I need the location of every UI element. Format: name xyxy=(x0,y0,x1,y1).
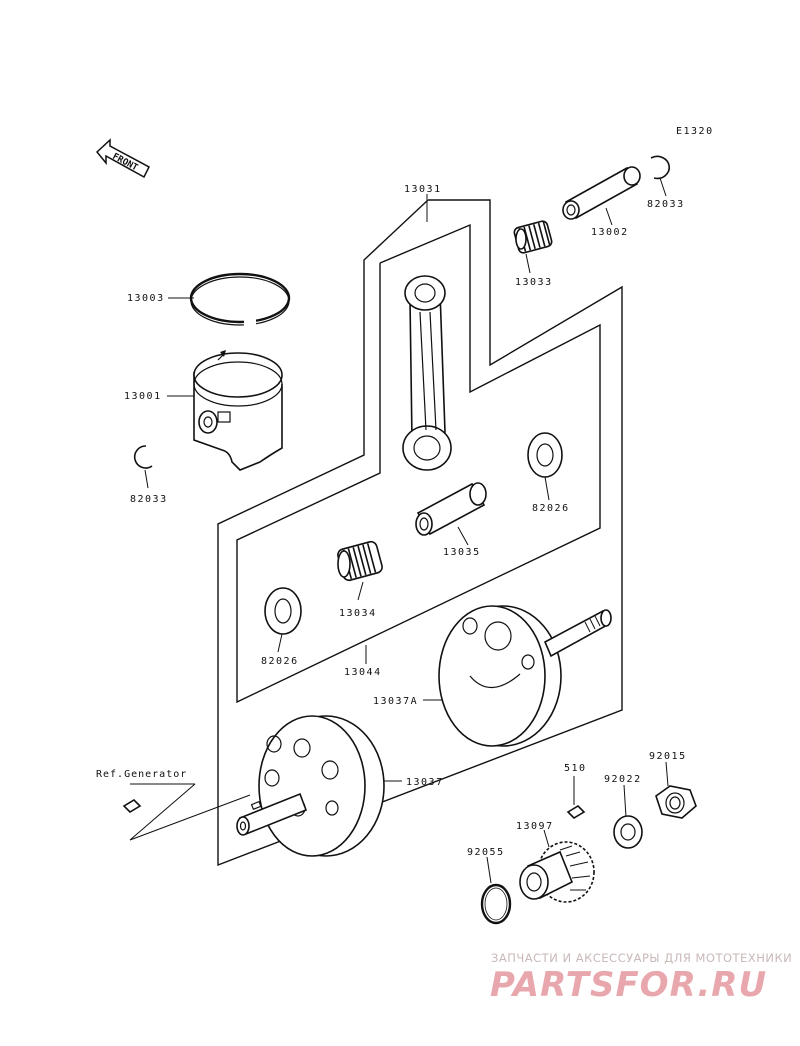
part-label-13002: 13002 xyxy=(591,227,629,238)
circlip-92033-top xyxy=(650,155,671,180)
part-label-82033-top: 82033 xyxy=(647,199,685,210)
leader-lines xyxy=(129,177,669,884)
part-label-13097: 13097 xyxy=(516,821,554,832)
assembly-frame-13044 xyxy=(236,223,601,704)
part-label-13033: 13033 xyxy=(515,277,553,288)
part-label-92022: 92022 xyxy=(604,774,642,785)
part-label-13037a: 13037A xyxy=(373,696,418,707)
thrust-washer-82026-right xyxy=(527,432,563,478)
thrust-washer-82026-left xyxy=(264,587,302,635)
part-label-13037: 13037 xyxy=(406,777,444,788)
piston-pin-13002 xyxy=(562,166,641,220)
watermark-tagline: ЗАПЧАСТИ И АКСЕССУАРЫ ДЛЯ МОТОТЕХНИКИ xyxy=(491,951,792,965)
flywheel-13037a xyxy=(438,605,612,747)
circlip-92033-left xyxy=(133,445,153,469)
diagram-code: E1320 xyxy=(676,126,714,137)
piston-13001 xyxy=(193,350,283,471)
part-label-82026-left: 82026 xyxy=(261,656,299,667)
part-label-13044: 13044 xyxy=(344,667,382,678)
connecting-rod xyxy=(402,275,452,471)
part-label-13034: 13034 xyxy=(339,608,377,619)
piston-ring-13003 xyxy=(189,272,291,326)
part-label-92015: 92015 xyxy=(649,751,687,762)
front-arrow-icon: FRONT xyxy=(95,138,150,179)
assembly-frame-13031 xyxy=(217,199,623,867)
part-label-82026-right: 82026 xyxy=(532,503,570,514)
part-label-510: 510 xyxy=(564,763,587,774)
o-ring-92055 xyxy=(480,883,512,925)
part-label-92055: 92055 xyxy=(467,847,505,858)
woodruff-key-ref xyxy=(122,798,142,814)
crank-pin-13035 xyxy=(415,482,487,536)
nut-92015 xyxy=(655,785,697,819)
flywheel-13037 xyxy=(236,715,385,857)
ref-generator-label: Ref.Generator xyxy=(96,769,187,780)
washer-92022 xyxy=(613,815,643,849)
part-label-13003: 13003 xyxy=(127,293,165,304)
part-label-13001: 13001 xyxy=(124,391,162,402)
part-label-82033-left: 82033 xyxy=(130,494,168,505)
part-label-13035: 13035 xyxy=(443,547,481,558)
needle-bearing-13033 xyxy=(513,220,553,254)
part-label-13031: 13031 xyxy=(404,184,442,195)
gear-13097 xyxy=(519,841,595,903)
woodruff-key-510 xyxy=(566,804,586,820)
needle-bearing-13034 xyxy=(337,540,383,582)
watermark-logo: PARTSFOR.RU xyxy=(490,965,767,1005)
